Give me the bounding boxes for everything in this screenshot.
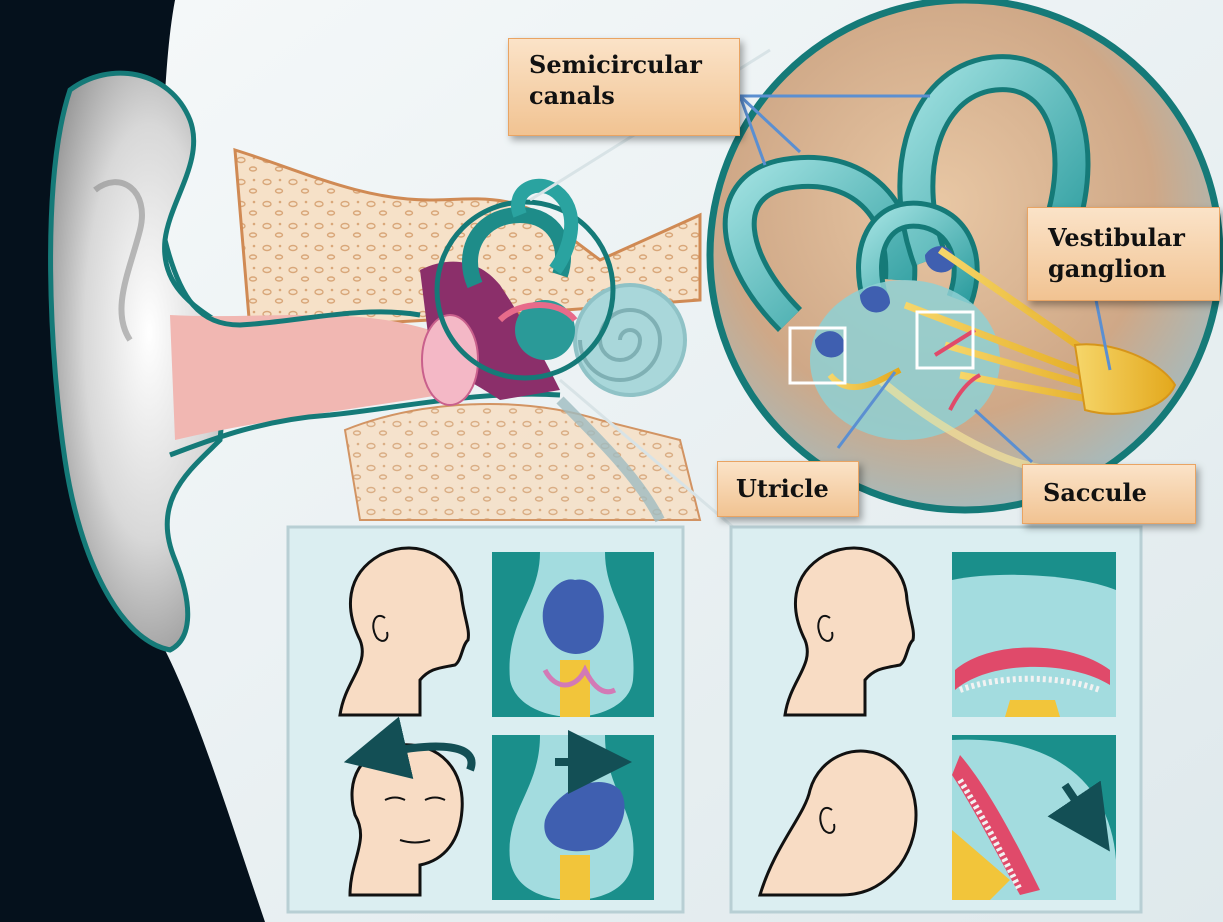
label-vestibular-ganglion: Vestibular ganglion <box>1027 207 1220 301</box>
saccule-panel <box>731 527 1141 912</box>
label-utricle: Utricle <box>717 461 859 517</box>
label-semicircular-line2: canals <box>529 80 731 111</box>
utricle-panel <box>288 527 683 912</box>
ampulla-inset-moving <box>492 735 654 900</box>
label-vestibular-line1: Vestibular <box>1048 222 1211 253</box>
ampulla-inset-rest <box>492 552 654 717</box>
macula-inset-tilted <box>952 735 1116 900</box>
label-saccule: Saccule <box>1022 464 1196 524</box>
label-vestibular-line2: ganglion <box>1048 253 1211 284</box>
macula-inset-rest <box>952 552 1116 717</box>
label-semicircular-canals: Semicircular canals <box>508 38 740 136</box>
label-utricle-text: Utricle <box>736 473 858 504</box>
label-semicircular-line1: Semicircular <box>529 49 731 80</box>
label-saccule-text: Saccule <box>1043 477 1195 508</box>
